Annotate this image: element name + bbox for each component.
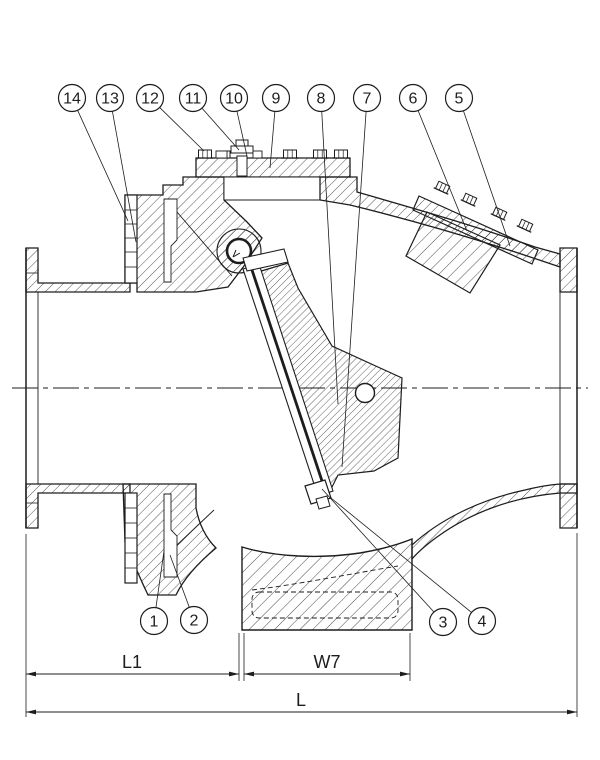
callout-number-13: 13: [101, 91, 119, 108]
callout-number-1: 1: [150, 614, 159, 631]
support-pad: [241, 537, 413, 631]
access-cover: [405, 180, 539, 294]
callout-balloon-10: [219, 83, 249, 113]
callout-number-10: 10: [225, 91, 243, 108]
callout-number-6: 6: [409, 91, 418, 108]
dim-arrow-right-L: [567, 709, 577, 715]
callout-balloon-1: [139, 606, 169, 636]
dimension-label-L1: L1: [122, 652, 142, 672]
leader-line-4: [330, 497, 472, 613]
callout-number-4: 4: [478, 614, 487, 631]
disc-hole: [354, 382, 376, 404]
leader-line-7: [341, 111, 367, 468]
seat-internal-steps: [163, 198, 233, 578]
callout-number-5: 5: [455, 91, 464, 108]
callout-balloon-2: [179, 605, 209, 635]
callout-balloon-7: [352, 83, 382, 113]
dim-arrow-left-L: [26, 709, 36, 715]
leader-line-2: [169, 554, 190, 608]
callout-balloon-5: [444, 83, 474, 113]
leader-line-3: [321, 488, 435, 613]
callout-number-11: 11: [185, 91, 202, 108]
seat-ring-upper: [124, 194, 138, 284]
seat-ring-lower: [124, 492, 138, 584]
leader-line-6: [417, 110, 468, 232]
leader-line-9: [269, 111, 276, 169]
dimension-layer: L1 W7L: [26, 652, 577, 715]
callout-balloon-3: [428, 607, 458, 637]
leader-line-1: [155, 550, 165, 608]
disc-assembly: [242, 248, 403, 510]
leader-line-12: [159, 107, 205, 152]
callout-balloon-8: [306, 83, 336, 113]
callout-number-3: 3: [439, 615, 448, 632]
callout-number-8: 8: [317, 91, 326, 108]
callout-balloon-4: [467, 606, 497, 636]
extension-lines: [25, 533, 578, 717]
disc-seal-face: [249, 266, 328, 494]
body-bottom-wall: [411, 483, 578, 561]
dim-arrow-right-L1: [229, 671, 239, 677]
callout-number-2: 2: [190, 613, 199, 630]
callout-number-12: 12: [141, 91, 159, 108]
callout-balloon-9: [261, 83, 291, 113]
callout-balloon-6: [398, 83, 428, 113]
dim-arrow-right-W7: [400, 671, 410, 677]
callout-balloon-12: [135, 83, 165, 113]
dim-arrow-left-L1: [26, 671, 36, 677]
leader-line-14: [77, 110, 129, 222]
leader-line-5: [463, 110, 511, 247]
dim-arrow-left-W7: [244, 671, 254, 677]
leader-line-11: [201, 107, 240, 151]
callout-balloon-14: [57, 83, 87, 113]
leader-line-13: [112, 111, 137, 243]
callout-number-9: 9: [272, 91, 281, 108]
leader-line-10: [236, 111, 248, 157]
callout-number-7: 7: [363, 91, 372, 108]
dimension-label-L: L: [296, 690, 306, 710]
callout-balloon-13: [95, 83, 125, 113]
center-stud: [215, 139, 263, 177]
disc-washer: [315, 495, 331, 510]
bonnet-cover: [195, 157, 351, 201]
outlet-flange: [559, 247, 578, 529]
leader-line-8: [321, 111, 339, 405]
callout-number-14: 14: [63, 91, 81, 108]
disc-clevis: [242, 248, 289, 272]
callout-balloon-11: [178, 83, 208, 113]
dimension-label-W7: W7: [314, 652, 341, 672]
